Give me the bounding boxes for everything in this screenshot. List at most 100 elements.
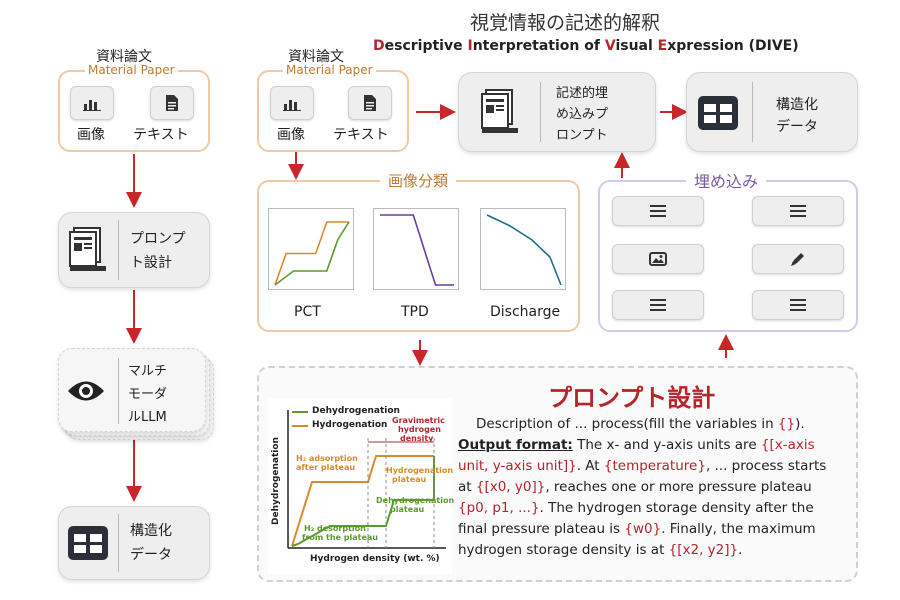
eye-icon — [68, 381, 104, 401]
discharge-series-0 — [486, 214, 562, 286]
left-structured-line1: 構造化 — [130, 523, 172, 539]
prompt-l3b: . At — [576, 458, 604, 474]
title-en-part-0: D — [373, 38, 385, 54]
embed-text-in-3[interactable] — [612, 290, 704, 320]
tpd-series-0 — [380, 214, 454, 286]
left-text-label: テキスト — [133, 127, 189, 143]
left-image-label: 画像 — [77, 127, 105, 143]
left-text-button[interactable] — [150, 86, 194, 120]
llm-line1: マルチ — [128, 364, 168, 379]
bar-chart-icon — [83, 100, 101, 111]
right-text-label: テキスト — [333, 127, 389, 143]
left-prompt-line2: ト設計 — [130, 255, 172, 271]
lines-icon — [790, 299, 806, 311]
prompt-design-title: プロンプト設計 — [548, 384, 716, 412]
left-prompt-line1: プロンプ — [130, 231, 186, 247]
left-prompt-divider — [118, 220, 119, 280]
right-image-label: 画像 — [277, 127, 305, 143]
table-icon — [698, 96, 738, 130]
ann-grav-3: density — [400, 434, 434, 443]
tpd-chart — [373, 208, 459, 290]
embed-prompt-divider — [540, 82, 541, 142]
ann-hydro-1: Hydrogenation — [386, 466, 454, 475]
title-en-part-6: E — [657, 38, 668, 54]
prompt-l2b: {[x-axis — [760, 437, 815, 453]
prompt-l1c: ). — [795, 416, 805, 432]
left-image-button[interactable] — [70, 86, 114, 120]
inset-ylabel: Dehydrogenation — [270, 437, 281, 525]
prompt-line-6: final pressure plateau is {w0}. Finally,… — [458, 519, 852, 540]
embed-text-in-1[interactable] — [612, 196, 704, 226]
prompt-l4c: , reaches one or more pressure plateau — [545, 479, 812, 495]
document-icon — [364, 95, 376, 111]
chart-label-discharge: Discharge — [490, 304, 561, 320]
embed-text-out-1[interactable] — [752, 196, 844, 226]
right-text-button[interactable] — [348, 86, 392, 120]
prompt-l5a: {p0, p1, ...} — [458, 500, 540, 516]
right-structured-line1: 構造化 — [776, 97, 818, 113]
ann-grav-1: Gravimetric — [392, 416, 445, 425]
embed-prompt-line3: ロンプト — [556, 128, 608, 143]
embed-text-out-3[interactable] — [752, 290, 844, 320]
prompt-l3c: {temperature} — [603, 458, 706, 474]
document-icon — [166, 95, 178, 111]
lines-icon — [790, 205, 806, 217]
template-icon — [481, 89, 518, 133]
ann-hydro-2: plateau — [392, 475, 427, 484]
prompt-l1a: Description of ... process(fill the vari… — [476, 416, 778, 432]
embed-image-in[interactable] — [612, 244, 704, 274]
right-material-jp: 資料論文 — [288, 49, 344, 65]
llm-line2: モーダ — [128, 387, 168, 402]
prompt-line-3: unit, y-axis unit]}. At {temperature}, .… — [458, 456, 852, 477]
pen-icon — [791, 253, 804, 266]
prompt-l7a: hydrogen storage density is at — [458, 542, 669, 558]
pct-series-1 — [274, 221, 350, 286]
left-material-jp: 資料論文 — [96, 49, 152, 65]
ann-h2ads-2: after plateau — [296, 463, 356, 472]
title-en-part-5: isual — [615, 38, 658, 54]
legend-dehydro: Dehydrogenation — [312, 406, 400, 416]
inset-xlabel: Hydrogen density (wt. %) — [310, 554, 440, 564]
left-material-en: Material Paper — [85, 63, 178, 77]
output-format-label: Output format: — [458, 437, 573, 453]
title-en: Descriptive Interpretation of Visual Exp… — [373, 38, 799, 54]
prompt-l1b: {} — [777, 416, 796, 432]
prompt-l6c: . Finally, the maximum — [661, 521, 816, 537]
right-structured-line2: データ — [776, 119, 818, 135]
prompt-l3d: , ... process starts — [705, 458, 827, 474]
ann-h2des-2: from the plateau — [302, 533, 378, 542]
chart-label-tpd: TPD — [401, 304, 429, 320]
discharge-chart — [480, 208, 566, 290]
ann-h2ads-1: H₂ adsorption — [296, 454, 358, 463]
prompt-line-2: Output format: The x- and y-axis units a… — [458, 435, 852, 456]
prompt-l3a: unit, y-axis unit]} — [458, 458, 577, 474]
right-material-en: Material Paper — [283, 63, 376, 77]
embed-prompt-line1: 記述的埋 — [556, 86, 609, 101]
title-en-part-1: escriptive — [384, 38, 468, 54]
prompt-line-7: hydrogen storage density is at {[x2, y2]… — [458, 540, 852, 561]
ann-dehydro-2: plateau — [390, 505, 425, 514]
prompt-l2a: The x- and y-axis units are — [572, 437, 761, 453]
prompt-line-4: at {[x0, y0]}, reaches one or more press… — [458, 477, 852, 498]
pct-series-0 — [274, 221, 349, 286]
prompt-l5b: . The hydrogen storage density after the — [539, 500, 814, 516]
prompt-text-block: Description of ... process(fill the vari… — [458, 414, 852, 561]
title-en-part-7: xpression (DIVE) — [667, 38, 799, 54]
left-structured-divider — [118, 514, 119, 572]
embed-text-out-2[interactable] — [752, 244, 844, 274]
embedding-title: 埋め込み — [686, 168, 767, 192]
prompt-l4a: at — [458, 479, 476, 495]
right-image-button[interactable] — [270, 86, 314, 120]
llm-line3: ルLLM — [128, 410, 167, 425]
left-structured-line2: データ — [130, 547, 172, 563]
ann-dehydro-1: Dehydrogenation — [376, 496, 455, 505]
template-icon — [69, 227, 106, 271]
legend-hydro: Hydrogenation — [312, 420, 388, 430]
inset-diagram: Dehydrogenation Hydrogen density (wt. %)… — [268, 398, 455, 574]
table-icon — [68, 526, 108, 560]
title-en-part-3: nterpretation of — [472, 38, 605, 54]
prompt-line-5: {p0, p1, ...}. The hydrogen storage dens… — [458, 498, 852, 519]
prompt-l7b: {[x2, y2]} — [668, 542, 739, 558]
pct-chart — [268, 208, 354, 290]
lines-icon — [650, 205, 666, 217]
